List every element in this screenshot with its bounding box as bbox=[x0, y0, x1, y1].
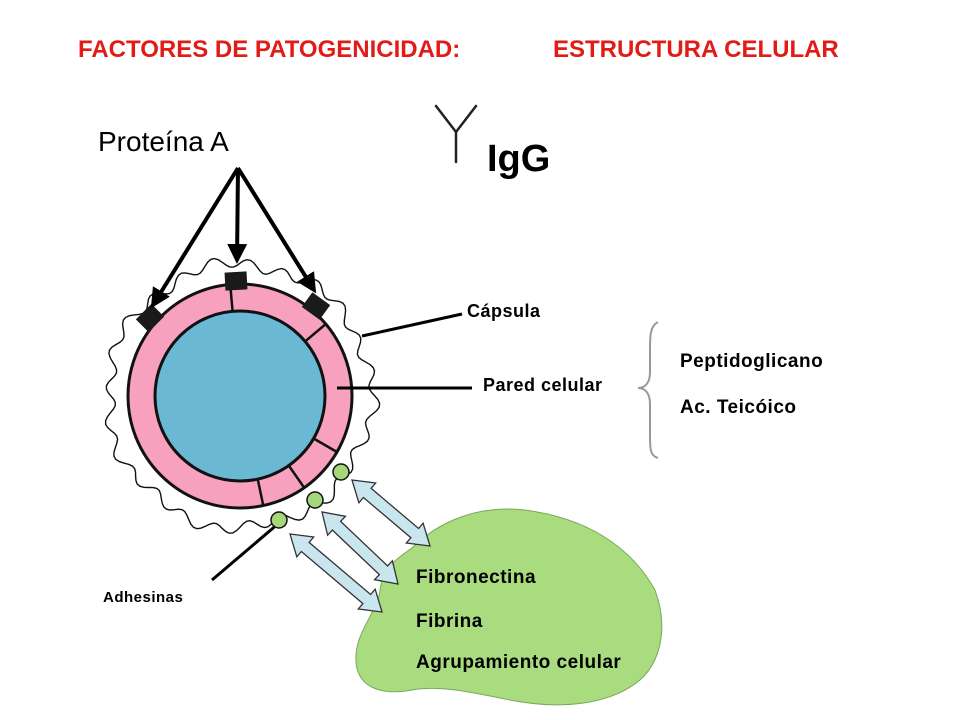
cytoplasm bbox=[153, 309, 327, 483]
title-right: ESTRUCTURA CELULAR bbox=[553, 36, 839, 63]
adhesins-leader-line bbox=[211, 521, 280, 582]
wall-component-teichoic: Ac. Teicóico bbox=[680, 397, 797, 418]
capsule-leader-line bbox=[361, 312, 463, 338]
protein-a-block bbox=[135, 303, 165, 333]
protein-a-blocks bbox=[135, 271, 331, 333]
host-component-fibrin: Fibrina bbox=[416, 611, 483, 632]
antibody-y-icon bbox=[434, 104, 478, 164]
capsule-label: Cápsula bbox=[467, 301, 541, 321]
adhesion-double-arrow bbox=[351, 479, 431, 547]
igg-label: IgG bbox=[487, 138, 551, 180]
adhesion-double-arrow bbox=[321, 511, 399, 585]
cell-wall-divider bbox=[256, 478, 265, 506]
wall-component-peptidoglycan: Peptidoglicano bbox=[680, 351, 824, 372]
protein-a-block bbox=[224, 271, 248, 291]
protein-a-arrow bbox=[236, 166, 317, 294]
cell-wall-divider bbox=[304, 323, 327, 343]
protein-a-label: Proteína A bbox=[98, 126, 229, 157]
host-tissue-blob bbox=[355, 508, 663, 706]
adhesion-double-arrow bbox=[289, 533, 383, 613]
cell-wall-divider bbox=[312, 437, 338, 454]
protein-a-arrow bbox=[227, 167, 248, 264]
protein-a-arrow bbox=[150, 166, 240, 309]
cell-wall-divider bbox=[287, 464, 306, 489]
adhesin-dot bbox=[270, 511, 288, 529]
adhesins-label: Adhesinas bbox=[103, 589, 184, 606]
curly-bracket-icon bbox=[637, 321, 659, 459]
cell-wall-dividers bbox=[228, 284, 338, 506]
adhesin-dot bbox=[332, 463, 350, 481]
host-component-fibronectin: Fibronectina bbox=[416, 567, 537, 588]
adhesion-arrows bbox=[289, 479, 431, 613]
protein-a-arrows bbox=[150, 166, 317, 309]
protein-a-block bbox=[301, 292, 331, 320]
cell-wall-label: Pared celular bbox=[483, 375, 603, 395]
adhesins bbox=[270, 463, 350, 529]
adhesin-dot bbox=[306, 491, 324, 509]
host-component-clumping: Agrupamiento celular bbox=[416, 652, 622, 673]
title-left: FACTORES DE PATOGENICIDAD: bbox=[78, 36, 461, 63]
